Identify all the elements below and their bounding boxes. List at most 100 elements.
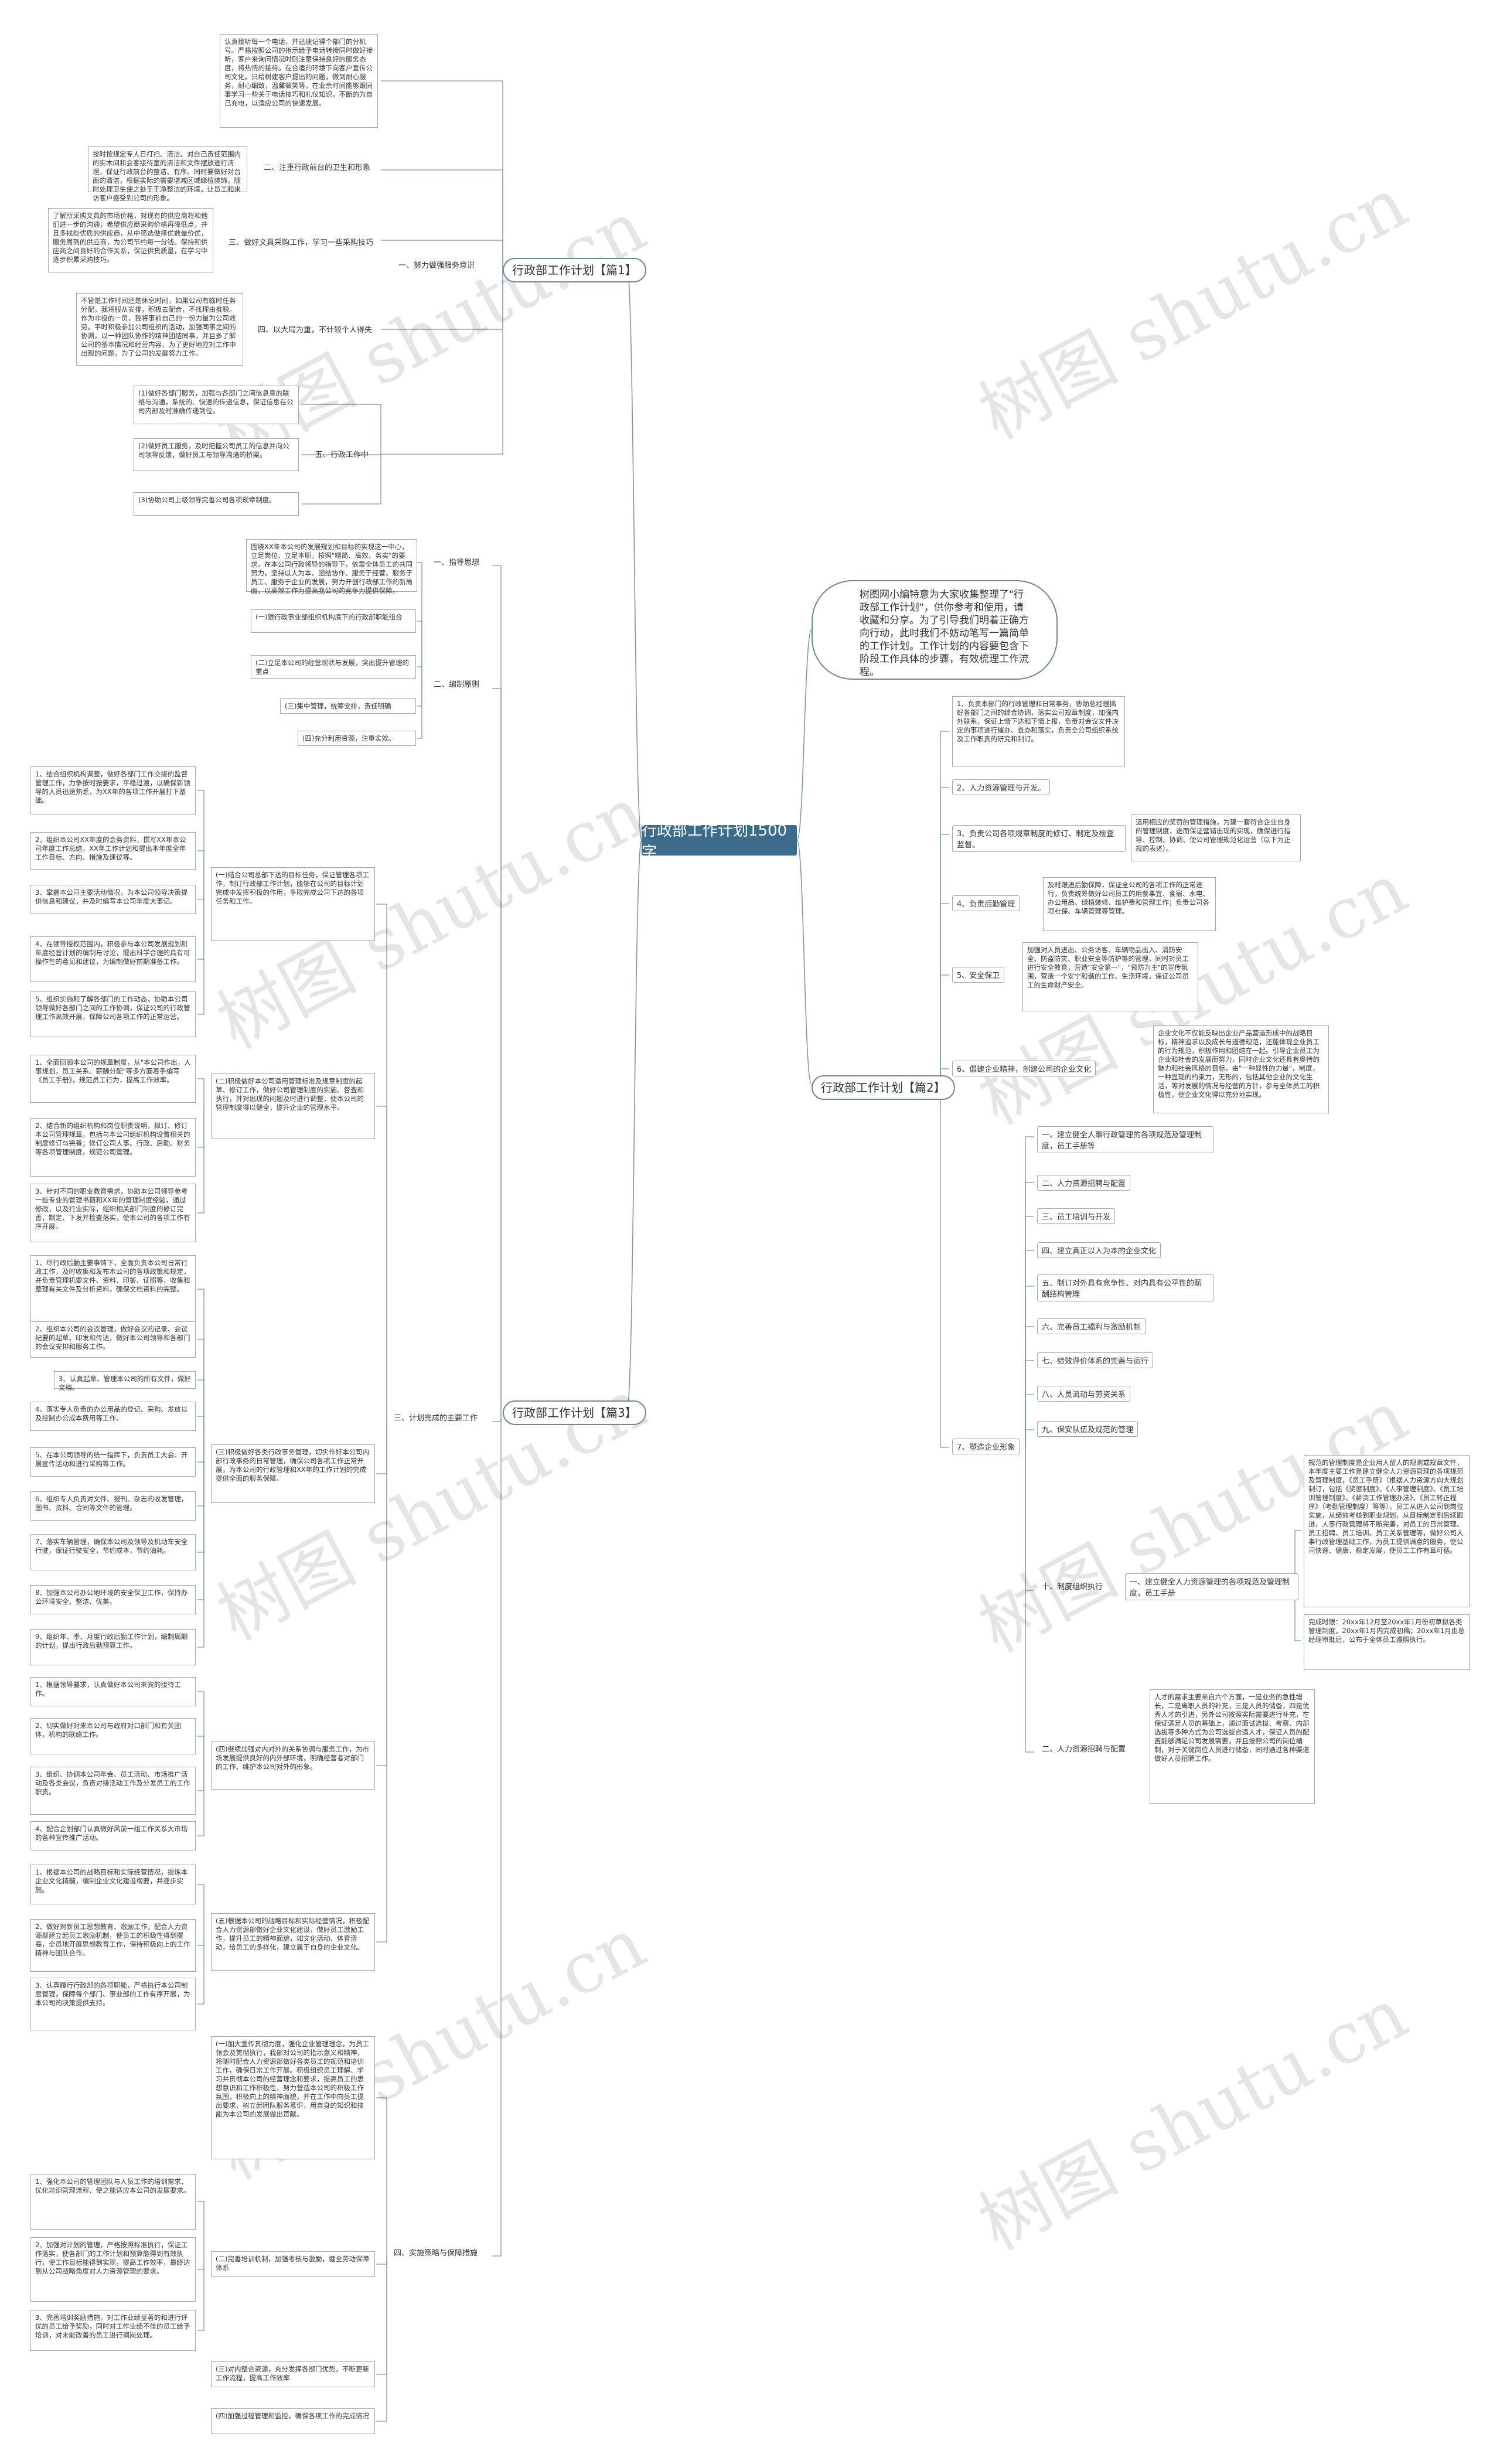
p2-hr-label[interactable]: 二、人力资源招聘与配置 xyxy=(1042,1745,1126,1754)
p3-g1-item: 2、组织本公司XX年度的会务资料，撰写XX年本公司年度工作总结，XX年工作计划和… xyxy=(30,832,196,870)
p3-g3-label[interactable]: (三)积极做好各类行政事务管理，切实作好本公司内部行政事务的日常管理，确保公司各… xyxy=(211,1444,375,1503)
connector xyxy=(197,1942,204,2005)
p3-g5-label[interactable]: (五)根据本公司的战略目标和实际经营情况，积极配合人力资源部做好企业文化建设，做… xyxy=(211,1913,375,1971)
p3-h2-item: 3、完善培训奖励措施，对工作业绩显著的和进行评优的员工给予奖励，同时对工作业绩不… xyxy=(30,2310,196,2351)
connector xyxy=(302,454,381,505)
p2-ten-label[interactable]: 十、制度组织执行 xyxy=(1042,1583,1103,1591)
p1-b3-label[interactable]: 三、做好文具采购工作，学习一些采购技巧 xyxy=(229,238,374,247)
root-topic[interactable]: 行政部工作计划1500字 xyxy=(642,822,797,861)
p1-b5-item: (1)做好各部门服务，加强与各部门之间信息息的联络与沟通，系统的、快速的传递信息… xyxy=(134,386,299,424)
p3-s2-item: (二)立足本公司的经营现状与发展，突出提升管理的重点 xyxy=(251,655,416,679)
p3-s1-label[interactable]: 一、指导思想 xyxy=(434,558,480,567)
p3-g4-item: 4、配合企划部门认真做好风前一组工作关系大市场的各种宣传推广活动。 xyxy=(30,1821,196,1850)
p2-item-5[interactable]: 5、安全保卫 xyxy=(952,967,1005,983)
p3-g5-item: 3、认真履行行政部的各项职能，严格执行本公司制度管理，保障每个部门、事业部的工作… xyxy=(30,1978,196,2030)
p3-g3-item: 2、组织本公司的会议管理，做好会议的记录、会议纪要的起草、印发和传达，做好本公司… xyxy=(30,1321,196,1358)
p2-item-3-note: 运用相应的奖罚的管理措施，为建一套符合企业自身的管理制度，进而保证营销出现的实现… xyxy=(1131,814,1301,861)
connector xyxy=(626,840,642,1410)
connector xyxy=(626,266,642,841)
connector xyxy=(1294,1582,1301,1641)
connector xyxy=(197,1884,204,1942)
connector xyxy=(417,689,422,739)
p2-ten-text-1: 规范的管理制度是企业用人留人的规则或规章文件，本年度主要工作是建立健全人力资源管… xyxy=(1304,1455,1470,1607)
p3-s3-label[interactable]: 三、计划完成的主要工作 xyxy=(394,1414,478,1423)
branch-plan-2[interactable]: 行政部工作计划【篇2】 xyxy=(812,1075,955,1100)
p1-b1-label[interactable]: 一、努力做强服务意识 xyxy=(398,261,475,270)
connector xyxy=(940,834,949,1084)
p2-i7-sub[interactable]: 四、建立真正以人为本的企业文化 xyxy=(1037,1242,1161,1258)
connector xyxy=(381,267,503,455)
p1-b2-label[interactable]: 二、注重行政前台的卫生和形象 xyxy=(264,163,371,172)
connector xyxy=(376,2256,387,2265)
connector xyxy=(197,1474,204,1507)
p3-g3-item: 4、落实专人负责的办公用品的登记、采购、发放以及控制办公成本费用等工作。 xyxy=(30,1402,196,1431)
p1-b5-item: (2)做好员工服务，及时把握公司员工的信息并向公司领导反馈，做好员工与领导沟通的… xyxy=(134,438,299,471)
p2-ten-sub[interactable]: 一、建立健全人力资源管理的各项规范及管理制度，员工手册 xyxy=(1125,1573,1298,1600)
connector xyxy=(417,666,422,689)
p3-g1-item: 4、在领导授权范围内，积极参与本公司发展规划和年度经营计划的编制与讨论，提出科学… xyxy=(30,936,196,982)
p1-b1-text: 认真接听每一个电话，并迅速记得个部门的分机号。严格按照公司的指示给予电话转接同时… xyxy=(220,34,378,128)
p2-i7-sub[interactable]: 二、人力资源招聘与配置 xyxy=(1037,1175,1131,1191)
p3-g3-item: 6、组织专人负责对文件、报刊、杂志的收发管理，图书、资料、合同等文件的管理。 xyxy=(30,1491,196,1521)
connector xyxy=(1025,1394,1034,1447)
p2-ten-text-2: 完成时限：20xx年12月至20xx年1月份初草拟各类管理制度，20xx年1月内… xyxy=(1304,1614,1470,1670)
p1-b4-label[interactable]: 四、以大局为重，不计较个人得失 xyxy=(258,326,373,335)
connector xyxy=(197,2264,204,2331)
connector xyxy=(381,169,503,267)
connector xyxy=(197,1691,204,1766)
p2-item-2[interactable]: 2、人力资源管理与开发。 xyxy=(952,779,1051,795)
p1-b5-label[interactable]: 五、行政工作中 xyxy=(315,451,369,459)
connector xyxy=(197,1766,204,1836)
connector xyxy=(417,689,422,707)
p3-g3-item: 1、尽行政后勤主要事情下，全面负责本公司日常行政工作，及时收集和发布本公司的各项… xyxy=(30,1255,196,1324)
p2-item-6-note: 企业文化不仅能反映出企业产品营造形成中的战略目标，精神追求以及成长与道德规范，还… xyxy=(1153,1025,1329,1113)
p2-i7-sub[interactable]: 九、保安队伍及规范的管理 xyxy=(1037,1421,1138,1437)
p3-g4-label[interactable]: (四)继续加强对内对外的关系协调与服务工作，为市场发展提供良好的内外部环境，明确… xyxy=(211,1742,375,1790)
connector xyxy=(1025,1216,1034,1447)
connector xyxy=(197,1289,204,1474)
p2-i7-sub[interactable]: 五、制订对外具有竞争性、对内具有公平性的薪酬结构管理 xyxy=(1037,1274,1213,1301)
connector xyxy=(492,1409,502,2257)
connector xyxy=(197,899,204,904)
connector xyxy=(197,904,204,1015)
p2-i7-sub[interactable]: 三、员工培训与开发 xyxy=(1037,1208,1116,1224)
connector xyxy=(197,850,204,904)
connector xyxy=(1025,1182,1034,1447)
p3-h2-label[interactable]: (二)完善培训机制，加强考核与激励，健全劳动保障体系 xyxy=(211,2251,375,2277)
branch-plan-1[interactable]: 行政部工作计划【篇1】 xyxy=(503,258,646,282)
connector xyxy=(197,2201,204,2264)
p2-item-1: 1、负责本部门的行政管理和日常事务，协助总经理搞好各部门之间的综合协调，落实公司… xyxy=(952,696,1125,766)
p3-g2-label[interactable]: (二)积极做好本公司适用管理标准及规章制度的起草、修订工作，做好公司管理制度的实… xyxy=(211,1073,375,1139)
connector xyxy=(376,2256,387,2375)
connector xyxy=(1294,1530,1301,1582)
connector xyxy=(197,1379,204,1474)
p3-s4-label[interactable]: 四、实施策略与保障措施 xyxy=(394,2249,478,2258)
branch-plan-3[interactable]: 行政部工作计划【篇3】 xyxy=(503,1400,646,1425)
p2-item-7[interactable]: 7、塑造企业形象 xyxy=(952,1439,1020,1454)
connector xyxy=(197,1416,204,1474)
connector xyxy=(1025,1447,1034,1753)
connector xyxy=(1025,1286,1034,1447)
p3-g3-item: 8、加强本公司办公地环境的安全保卫工作，保持办公环境安全、整洁、优美。 xyxy=(30,1585,196,1614)
connector xyxy=(381,240,503,267)
connector xyxy=(417,621,422,689)
connector xyxy=(302,404,381,454)
p3-g2-item: 1、全面回顾本公司的规章制度，从"本公司作出，人事规划，员工关系、薪酬分配"等多… xyxy=(30,1055,196,1103)
p2-item-4[interactable]: 4、负责后勤管理 xyxy=(952,895,1020,911)
p2-i7-sub[interactable]: 一、建立健全人事行政管理的各项规范及管理制度，员工手册等 xyxy=(1037,1126,1213,1153)
p3-h4-label[interactable]: (四)加强过程管理和监控，确保各项工作的完成情况 xyxy=(211,2408,375,2434)
p2-item-3[interactable]: 3、负责公司各项规章制度的修订、制定及检查监督。 xyxy=(952,825,1126,852)
connector xyxy=(197,790,204,904)
p2-item-6[interactable]: 6、倡建企业精神，创建公司的企业文化 xyxy=(952,1061,1096,1076)
p3-s2-label[interactable]: 二、编制原则 xyxy=(434,680,480,689)
connector xyxy=(1025,1429,1034,1447)
p3-h1-label[interactable]: (一)加大宣传贯彻力度，强化企业管理理念，为员工领会及贯彻执行，我部对公司的指示… xyxy=(211,2036,375,2159)
p3-g3-item: 5、在本公司领导的统一指挥下，负责员工大会、开展宣传活动和进行采购等工作。 xyxy=(30,1447,196,1477)
p3-h3-label[interactable]: (三)对内整合资源，充分发挥各部门优势，不断更新工作流程，提高工作效率 xyxy=(211,2361,375,2387)
intro-note: 树图网小编特意为大家收集整理了"行政部工作计划"，供你参考和使用，请收藏和分享。… xyxy=(812,580,1058,680)
p2-i7-sub[interactable]: 六、完善员工福利与激励机制 xyxy=(1037,1318,1146,1334)
p3-g1-label[interactable]: (一)结合公司总部下达的目标任务，保证管理各项工作，制订行政部工作计划，能够在公… xyxy=(211,867,375,941)
p2-i7-sub[interactable]: 七、绩效评价体系的完善与运行 xyxy=(1037,1352,1154,1368)
p2-i7-sub[interactable]: 八、人员流动与劳资关系 xyxy=(1037,1386,1131,1402)
p3-s2-item: (四)充分利用资源，注重实效。 xyxy=(298,731,416,746)
